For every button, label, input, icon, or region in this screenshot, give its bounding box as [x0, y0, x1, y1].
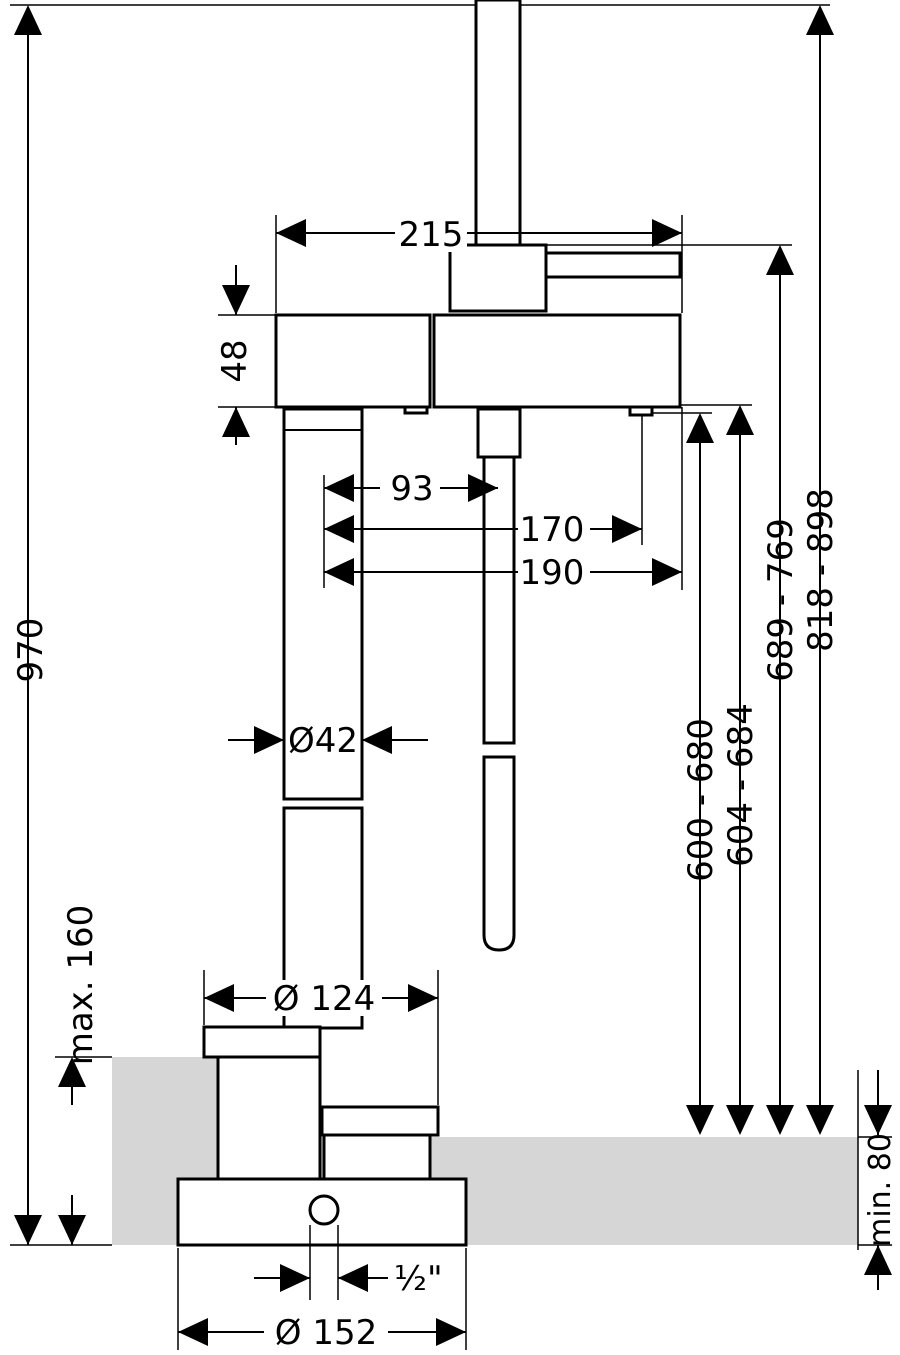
dim-48: 48 — [215, 265, 284, 445]
dim-124: Ø 124 — [203, 970, 439, 1105]
dim-970: 970 — [10, 4, 476, 1245]
label-93: 93 — [390, 469, 433, 509]
dim-190: 190 — [324, 407, 683, 593]
label-diameter-124: Ø 124 — [273, 979, 375, 1019]
label-970: 970 — [11, 618, 51, 683]
dim-604-684: 604 - 684 — [680, 404, 761, 1135]
label-min-80: min. 80 — [863, 1133, 898, 1247]
label-max-160: max. 160 — [61, 905, 101, 1066]
label-48: 48 — [215, 339, 255, 382]
dim-min-80: min. 80 — [857, 1070, 898, 1290]
label-604-684: 604 - 684 — [721, 703, 761, 867]
label-170: 170 — [520, 510, 585, 550]
label-190: 190 — [520, 553, 585, 593]
label-215: 215 — [399, 215, 464, 255]
faucet-body — [176, 0, 682, 1247]
dim-42: Ø42 — [228, 721, 428, 761]
label-689-769: 689 - 769 — [761, 518, 801, 682]
label-818-898: 818 - 898 — [801, 488, 841, 652]
dim-max-160: max. 160 — [10, 905, 112, 1246]
dim-170: 170 — [324, 415, 643, 550]
dim-152: Ø 152 — [177, 1248, 467, 1353]
label-diameter-152: Ø 152 — [275, 1313, 377, 1353]
label-diameter-42: Ø42 — [288, 721, 358, 761]
dim-600-680: 600 - 680 — [652, 412, 721, 1135]
dim-689-769: 689 - 769 — [546, 244, 801, 1135]
dim-818-898: 818 - 898 — [520, 4, 841, 1135]
label-half-inch: ½" — [394, 1259, 443, 1299]
dim-215: 215 — [275, 214, 683, 313]
dim-half-inch: ½" — [254, 1225, 443, 1300]
dim-93: 93 — [323, 469, 498, 588]
label-600-680: 600 - 680 — [681, 718, 721, 882]
